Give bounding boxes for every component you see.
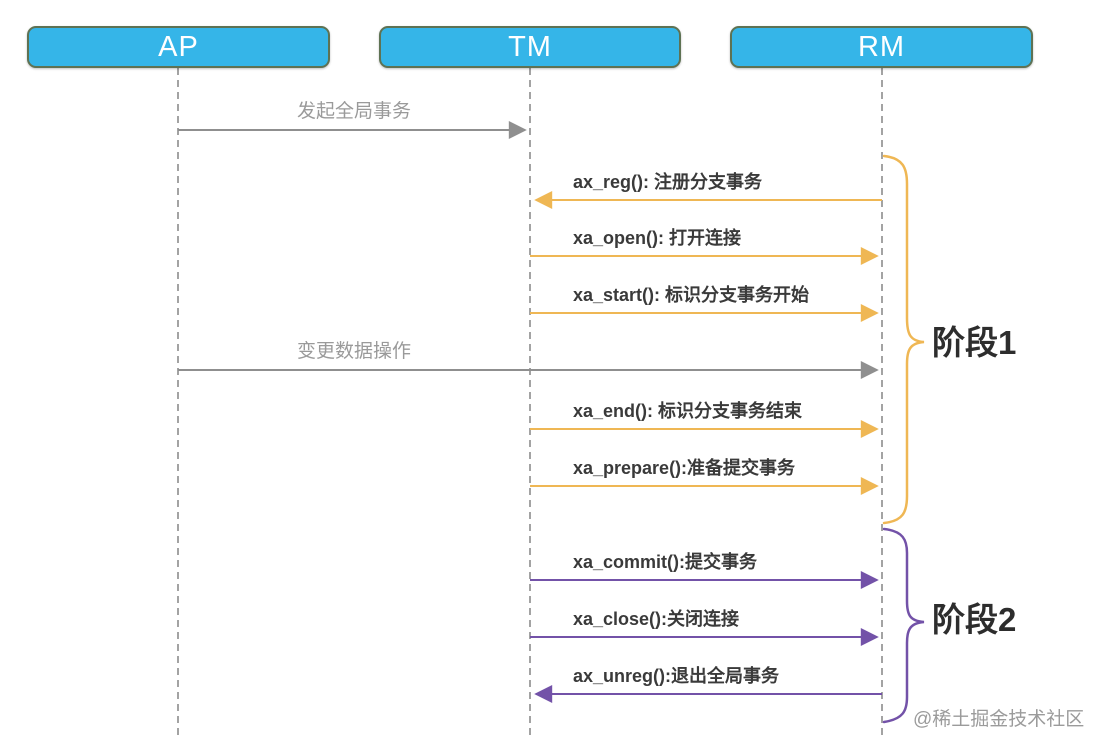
actor-label-rm: RM <box>857 30 906 63</box>
message-label-ax-unreg: ax_unreg():退出全局事务 <box>573 666 780 686</box>
message-label-xa-end: xa_end(): 标识分支事务结束 <box>573 401 803 421</box>
message-label-initiate-global-tx: 发起全局事务 <box>296 101 411 122</box>
message-label-ax-reg: ax_reg(): 注册分支事务 <box>573 172 763 192</box>
watermark: @稀土掘金技术社区 <box>913 709 1085 730</box>
actor-box-tm: TM <box>379 26 681 68</box>
phase2-label: 阶段2 <box>932 601 1017 638</box>
message-label-xa-open: xa_open(): 打开连接 <box>573 228 742 248</box>
phase1-brace <box>882 154 925 525</box>
message-label-change-data: 变更数据操作 <box>296 341 411 362</box>
actor-label-ap: AP <box>158 30 199 63</box>
message-label-xa-start: xa_start(): 标识分支事务开始 <box>573 285 810 305</box>
actor-box-ap: AP <box>27 26 330 68</box>
message-label-xa-prepare: xa_prepare():准备提交事务 <box>573 458 796 478</box>
actor-box-rm: RM <box>730 26 1033 68</box>
message-label-xa-commit: xa_commit():提交事务 <box>573 552 758 572</box>
phase1-label: 阶段1 <box>932 324 1017 361</box>
phase2-brace <box>882 527 925 724</box>
actor-label-tm: TM <box>508 30 552 63</box>
message-label-xa-close: xa_close():关闭连接 <box>573 609 740 629</box>
